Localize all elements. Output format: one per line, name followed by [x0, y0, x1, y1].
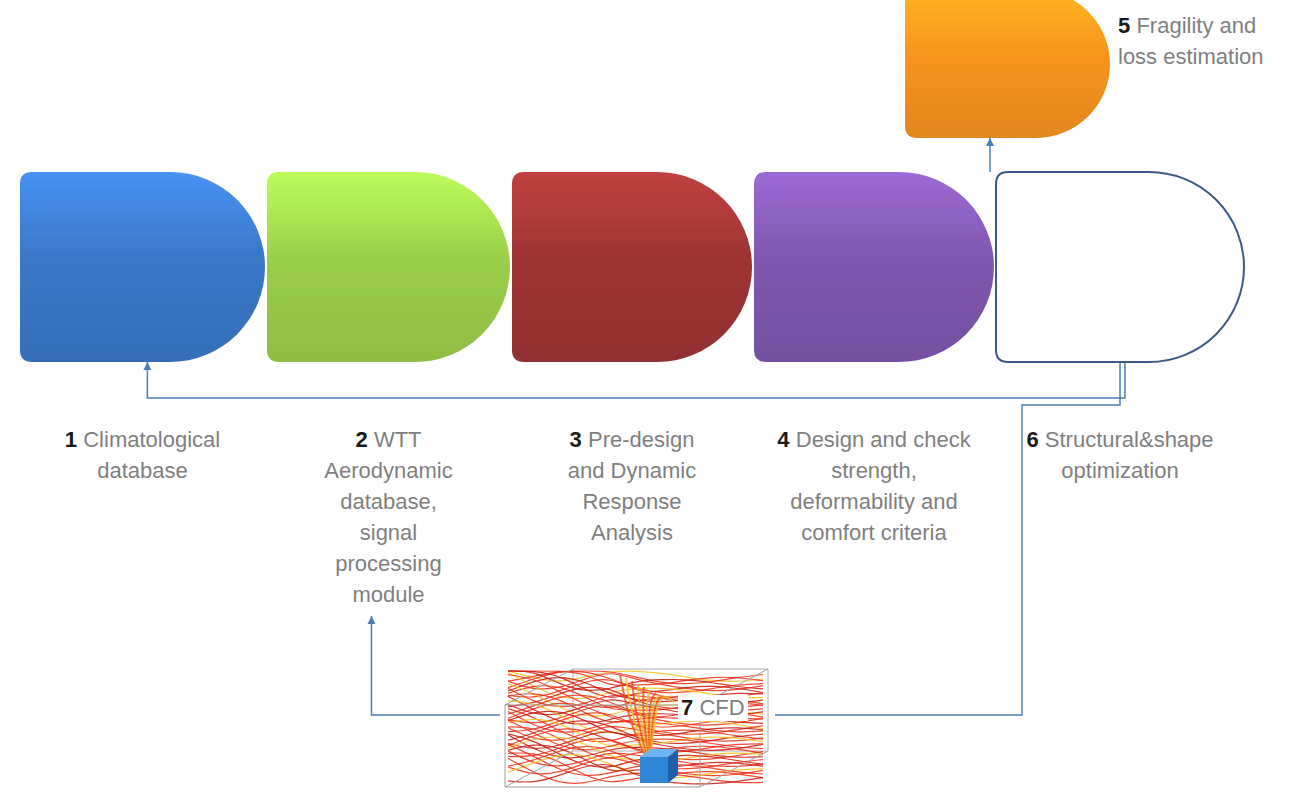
block-shape [905, 0, 1110, 138]
block-shape [512, 172, 752, 362]
cfd-flow-picture [500, 665, 775, 790]
block-shape [996, 172, 1244, 362]
block-shape [267, 172, 510, 362]
block-outline [754, 172, 994, 362]
block-caption: 1Climatological database [48, 424, 238, 486]
step-label: Fragility and loss estimation [1118, 13, 1264, 69]
step-number: 2 [355, 427, 367, 452]
flow-connector [989, 138, 991, 172]
block-caption: 6 Structural&shape optimization [1015, 424, 1225, 486]
block-caption: 2WTT Aerodynamic database, signal proces… [314, 424, 464, 610]
flow-connector [371, 616, 500, 715]
streamlines [508, 671, 763, 784]
process-block: 2WTT Aerodynamic database, signal proces… [267, 172, 510, 362]
step-number: 1 [65, 427, 77, 452]
block-outline [20, 172, 265, 362]
block-caption: 5Fragility and loss estimation [1118, 10, 1296, 72]
step-label: WTT Aerodynamic database, signal process… [324, 427, 452, 607]
process-block: 6Structural&shape optimization [996, 172, 1244, 362]
block-caption: 4Design and check strength, deformabilit… [769, 424, 979, 548]
step-label: Design and check strength, deformability… [790, 427, 970, 545]
cfd-domain [505, 669, 768, 787]
step-label: Pre-design and Dynamic Response Analysis [568, 427, 696, 545]
process-block: 5Fragility and loss estimation [905, 0, 1110, 138]
step-label: Climatological database [83, 427, 220, 483]
flow-connector [147, 362, 1125, 398]
block-caption: 3Pre-design and Dynamic Response Analysi… [567, 424, 697, 548]
process-block: 3Pre-design and Dynamic Response Analysi… [512, 172, 752, 362]
process-block: 4Design and check strength, deformabilit… [754, 172, 994, 362]
step-number: 6 [1026, 427, 1038, 452]
block-shape [20, 172, 265, 362]
block-caption: 7CFD [678, 695, 748, 721]
flow-connector [775, 362, 1120, 715]
block-shape [754, 172, 994, 362]
step-label: CFD [699, 695, 744, 720]
step-number: 4 [777, 427, 789, 452]
cfd-illustration: 7CFD [500, 665, 775, 790]
step-number: 3 [570, 427, 582, 452]
step-number: 7 [681, 695, 693, 720]
block-outline [267, 172, 510, 362]
block-outline [905, 0, 1110, 138]
step-number: 5 [1118, 13, 1130, 38]
block-outline [512, 172, 752, 362]
step-label: Structural&shape optimization [1045, 427, 1214, 483]
block-outline [996, 172, 1244, 362]
process-block: 1Climatological database [20, 172, 265, 362]
